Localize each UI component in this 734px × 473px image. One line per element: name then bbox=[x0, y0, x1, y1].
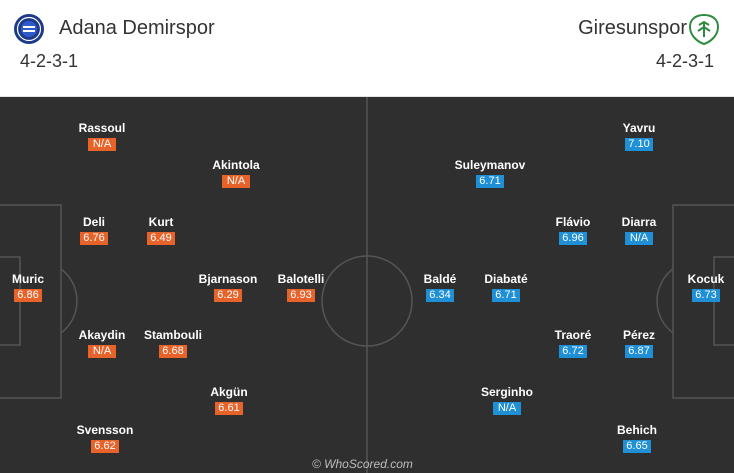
player-rating: N/A bbox=[493, 402, 521, 415]
player-rating: 6.76 bbox=[80, 232, 108, 245]
player-name: Behich bbox=[616, 423, 658, 437]
player-name: Rassoul bbox=[78, 121, 126, 135]
player-name: Akaydin bbox=[78, 328, 126, 342]
player-name: Deli bbox=[82, 215, 106, 229]
player-rating: 6.86 bbox=[14, 289, 42, 302]
player-rating: 6.29 bbox=[214, 289, 242, 302]
player-rating: N/A bbox=[625, 232, 653, 245]
player-rating: 6.87 bbox=[625, 345, 653, 358]
giresunspor-crest-icon bbox=[688, 13, 720, 45]
player-name: Stambouli bbox=[143, 328, 203, 342]
player-rating: 6.62 bbox=[91, 440, 119, 453]
player-rating: N/A bbox=[88, 138, 116, 151]
home-team-name[interactable]: Adana Demirspor bbox=[59, 17, 215, 39]
player-name: Akintola bbox=[212, 158, 260, 172]
player-rating: 6.71 bbox=[476, 175, 504, 188]
player-name: Balotelli bbox=[277, 272, 325, 286]
player-rating: N/A bbox=[88, 345, 116, 358]
player-rating: 6.61 bbox=[215, 402, 243, 415]
player-rating: N/A bbox=[222, 175, 250, 188]
player-rating: 6.34 bbox=[426, 289, 454, 302]
player-name: Diarra bbox=[621, 215, 657, 229]
player-name: Traoré bbox=[554, 328, 592, 342]
pitch: Rassoul N/A Akintola N/A Deli 6.76 Kurt … bbox=[0, 97, 734, 473]
player-rating: 6.96 bbox=[559, 232, 587, 245]
player-name: Pérez bbox=[622, 328, 656, 342]
player-name: Serginho bbox=[480, 385, 534, 399]
player-name: Svensson bbox=[76, 423, 134, 437]
player-rating: 7.10 bbox=[625, 138, 653, 151]
pitch-markings bbox=[0, 97, 734, 473]
match-header: Adana Demirspor 4-2-3-1 Giresunspor 4-2-… bbox=[0, 0, 734, 97]
away-formation: 4-2-3-1 bbox=[655, 51, 714, 71]
player-rating: 6.68 bbox=[159, 345, 187, 358]
adana-demirspor-crest-icon bbox=[14, 14, 44, 44]
player-rating: 6.65 bbox=[623, 440, 651, 453]
player-name: Kocuk bbox=[687, 272, 725, 286]
home-formation: 4-2-3-1 bbox=[20, 51, 79, 71]
player-rating: 6.71 bbox=[492, 289, 520, 302]
player-name: Bjarnason bbox=[198, 272, 258, 286]
player-rating: 6.49 bbox=[147, 232, 175, 245]
player-name: Muric bbox=[11, 272, 45, 286]
player-name: Flávio bbox=[555, 215, 591, 229]
player-name: Baldé bbox=[423, 272, 457, 286]
player-name: Yavru bbox=[622, 121, 656, 135]
player-rating: 6.72 bbox=[559, 345, 587, 358]
player-name: Akgün bbox=[210, 385, 248, 399]
player-name: Kurt bbox=[148, 215, 174, 229]
player-name: Diabaté bbox=[484, 272, 528, 286]
player-name: Suleymanov bbox=[454, 158, 526, 172]
player-rating: 6.73 bbox=[692, 289, 720, 302]
player-rating: 6.93 bbox=[287, 289, 315, 302]
away-team-name[interactable]: Giresunspor bbox=[578, 17, 687, 39]
whoscored-watermark: © WhoScored.com bbox=[312, 457, 413, 471]
